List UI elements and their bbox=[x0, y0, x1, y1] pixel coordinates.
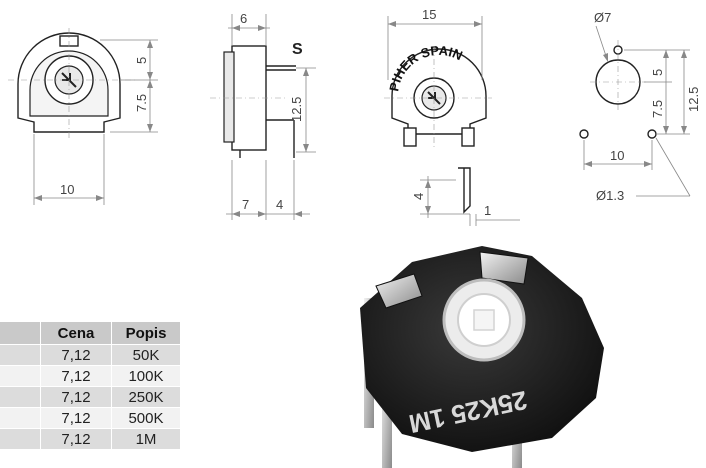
dim-pin-width: 1 bbox=[484, 203, 491, 218]
technical-drawings: 10 5 7.5 S 6 12.5 bbox=[8, 7, 701, 226]
dim-hole-top: 5 bbox=[650, 69, 665, 76]
photo-contact-left bbox=[375, 273, 423, 309]
dim-pin-hole-diameter: Ø1.3 bbox=[596, 188, 624, 203]
dim-hole-bottom: 7.5 bbox=[650, 100, 665, 118]
table-row: 7,12 100K bbox=[0, 365, 180, 387]
hole-left bbox=[579, 129, 589, 139]
brand-pin-right bbox=[461, 127, 475, 147]
dim-side-pin-left: 7 bbox=[242, 197, 249, 212]
price-table: Cena Popis 7,12 50K 7,12 100K 7,12 250K … bbox=[0, 322, 180, 449]
hole-pattern-view: Ø7 5 7.5 12.5 10 Ø1.3 bbox=[579, 10, 701, 203]
cell-popis: 100K bbox=[111, 365, 180, 387]
cell-popis: 250K bbox=[111, 386, 180, 408]
product-photo: 25K25 1M bbox=[360, 246, 604, 468]
table-row: 7,12 1M bbox=[0, 428, 180, 449]
cell-cena: 7,12 bbox=[40, 407, 112, 429]
cell-cena: 7,12 bbox=[40, 428, 112, 449]
dim-hole-diameter: Ø7 bbox=[594, 10, 611, 25]
side-label: S bbox=[292, 41, 303, 58]
table-row: 7,12 250K bbox=[0, 386, 180, 408]
hole-right bbox=[647, 129, 657, 139]
dim-front-top: 5 bbox=[134, 57, 149, 64]
dim-side-width: 6 bbox=[240, 11, 247, 26]
cell-cena: 7,12 bbox=[40, 365, 112, 387]
brand-view: PIHER SPAIN 15 4 1 bbox=[384, 7, 520, 226]
dim-side-height: 12.5 bbox=[289, 97, 304, 122]
cell-popis: 500K bbox=[111, 407, 180, 429]
cell-cena: 7,12 bbox=[40, 386, 112, 408]
table-row: 7,12 50K bbox=[0, 344, 180, 366]
photo-contact-right bbox=[479, 251, 529, 285]
brand-pin-left bbox=[403, 127, 417, 147]
table-header-blank bbox=[0, 322, 41, 345]
dim-pin-height: 4 bbox=[411, 193, 426, 200]
cell-cena: 7,12 bbox=[40, 344, 112, 366]
table-header-popis: Popis bbox=[111, 322, 180, 345]
dim-side-pin-right: 4 bbox=[276, 197, 283, 212]
dim-hole-total: 12.5 bbox=[686, 87, 701, 112]
dim-front-width: 10 bbox=[60, 182, 74, 197]
dim-front-bottom: 7.5 bbox=[134, 94, 149, 112]
pin-detail bbox=[458, 167, 471, 214]
side-view: S 6 12.5 7 4 bbox=[210, 11, 316, 220]
table-header-row: Cena Popis bbox=[0, 322, 180, 345]
cell-popis: 50K bbox=[111, 344, 180, 366]
table-row: 7,12 500K bbox=[0, 407, 180, 429]
side-knob bbox=[223, 51, 235, 143]
dim-hole-spacing: 10 bbox=[610, 148, 624, 163]
dim-brand-width: 15 bbox=[422, 7, 436, 22]
front-view: 10 5 7.5 bbox=[8, 28, 158, 205]
cell-popis: 1M bbox=[111, 428, 180, 449]
table-header-cena: Cena bbox=[40, 322, 112, 345]
